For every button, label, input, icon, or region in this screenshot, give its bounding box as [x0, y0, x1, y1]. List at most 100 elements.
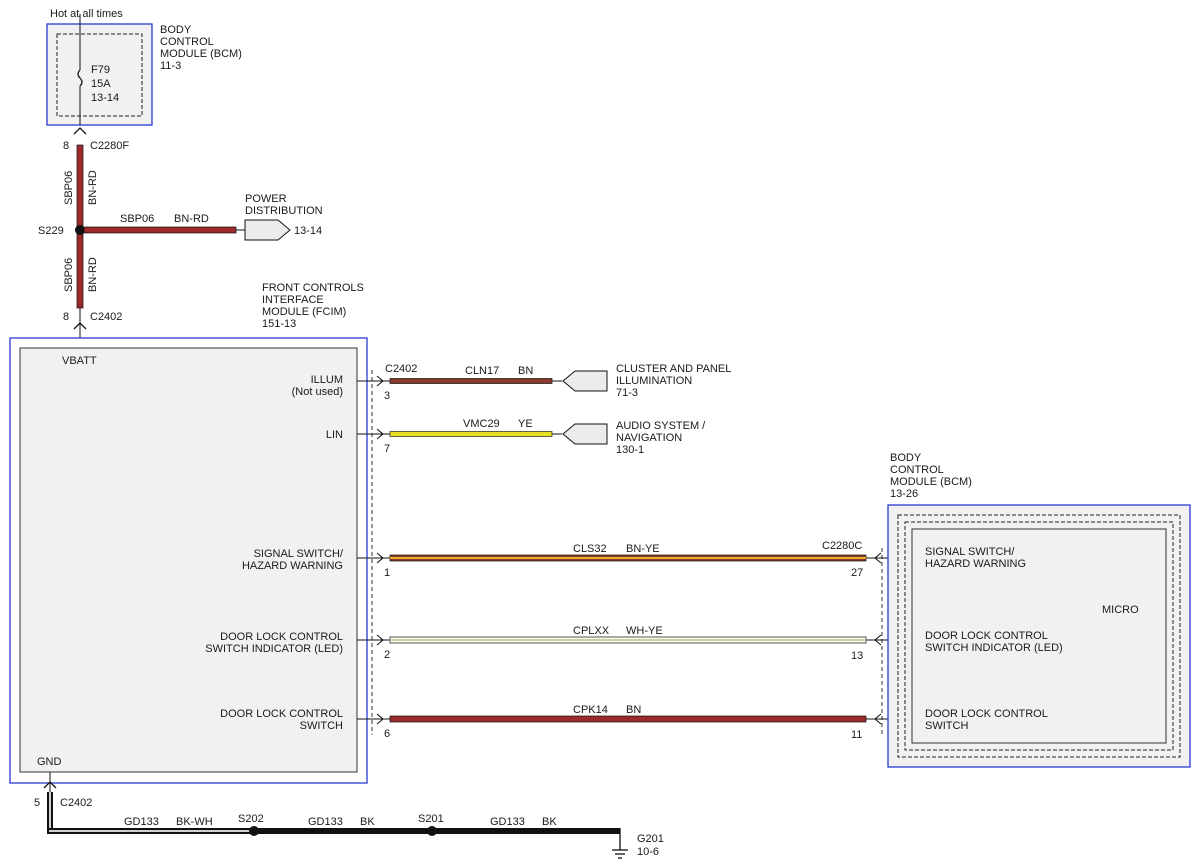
wire-cln17-circuit: CLN17 [465, 365, 499, 377]
s229-splice [75, 225, 85, 235]
lin-pin: 7 [384, 443, 390, 455]
doorsw-pin-right: 11 [851, 729, 862, 741]
power-branch-color: BN-RD [174, 213, 209, 225]
cluster-title-1: CLUSTER AND PANEL [616, 363, 731, 375]
gnd-connector: C2402 [60, 797, 92, 809]
wire-cplxx-circuit: CPLXX [573, 625, 610, 637]
doorsw-pin: 6 [384, 728, 390, 740]
gnd-seg1-circuit: GD133 [124, 816, 159, 828]
fcim-title-4: 151-13 [262, 318, 296, 330]
audio-title-1: AUDIO SYSTEM / [616, 420, 706, 432]
gnd-vertical-tracer [49, 792, 51, 832]
bcm-right-title-2: CONTROL [890, 464, 944, 476]
bcm-right-doorsw-2: SWITCH [925, 720, 968, 732]
cluster-title-2: ILLUMINATION [616, 375, 692, 387]
power-distribution-ref: 13-14 [294, 225, 322, 237]
gnd-seg3-circuit: GD133 [490, 816, 525, 828]
bcm-top-title-1: BODY [160, 24, 192, 36]
cluster-ref: 71-3 [616, 387, 638, 399]
sbp06-upper-wire [76, 144, 84, 231]
gnd-seg2-color: BK [360, 816, 375, 828]
fcim-title-1: FRONT CONTROLS [262, 282, 364, 294]
wire-vmc29-color: YE [518, 418, 533, 430]
doorled-pin: 2 [384, 649, 390, 661]
hot-at-all-times-label: Hot at all times [50, 8, 123, 20]
fcim-title-3: MODULE (FCIM) [262, 306, 346, 318]
bcm-right-title-4: 13-26 [890, 488, 918, 500]
ground-symbol-icon [612, 828, 628, 859]
wire-cln17 [389, 378, 553, 384]
fcim-signal-label-2: HAZARD WARNING [242, 560, 343, 572]
fcim-illum-label-2: (Not used) [292, 386, 343, 398]
s201-label: S201 [418, 813, 444, 825]
power-distribution-title-2: DISTRIBUTION [245, 205, 323, 217]
doorled-pin-right: 13 [851, 650, 863, 662]
bcm-right-micro-box [911, 528, 1167, 744]
illum-pin: 3 [384, 390, 390, 402]
wire-cplxx-tracer [390, 639, 866, 641]
fcim-vbatt: VBATT [62, 355, 97, 367]
bcm-top-title-4: 11-3 [160, 60, 181, 72]
bcm-top-title-2: CONTROL [160, 36, 214, 48]
cluster-connector [562, 370, 608, 392]
fuse-id: F79 [91, 64, 110, 76]
gnd-seg1-color: BK-WH [176, 816, 213, 828]
sbp06-upper-circuit: SBP06 [63, 171, 75, 205]
wire-cln17-color: BN [518, 365, 533, 377]
audio-ref: 130-1 [616, 444, 644, 456]
c2402-top-name: C2402 [90, 311, 122, 323]
c2280f-name: C2280F [90, 140, 129, 152]
sbp06-lower-wire [76, 229, 84, 309]
bcm-right-signal-2: HAZARD WARNING [925, 558, 1026, 570]
fuse-ref: 13-14 [91, 92, 119, 104]
power-branch-wire [83, 226, 237, 234]
fcim-illum-label-1: ILLUM [311, 374, 343, 386]
c2402-right-name: C2402 [385, 363, 417, 375]
wire-cpk14 [389, 715, 867, 723]
fcim-gnd: GND [37, 756, 62, 768]
bcm-right-micro: MICRO [1102, 604, 1139, 616]
wire-cpk14-circuit: CPK14 [573, 704, 608, 716]
c2280c-name: C2280C [822, 540, 862, 552]
signal-pin: 1 [384, 567, 390, 579]
bcm-right-dashed-2 [904, 521, 1174, 751]
wire-cls32-tracer [390, 557, 866, 559]
fcim-lin-label: LIN [326, 429, 343, 441]
bcm-top-title-3: MODULE (BCM) [160, 48, 242, 60]
fcim-doorsw-label-2: SWITCH [300, 720, 343, 732]
gnd-pin: 5 [34, 797, 40, 809]
fcim-signal-label-1: SIGNAL SWITCH/ [254, 548, 344, 560]
wire-cls32-circuit: CLS32 [573, 543, 607, 555]
bcm-right-doorsw-1: DOOR LOCK CONTROL [925, 708, 1048, 720]
bcm-right-doorled-2: SWITCH INDICATOR (LED) [925, 642, 1063, 654]
sbp06-lower-circuit: SBP06 [63, 258, 75, 292]
audio-connector [562, 423, 608, 445]
audio-title-2: NAVIGATION [616, 432, 682, 444]
fcim-pin-leads [357, 375, 390, 725]
power-branch-circuit: SBP06 [120, 213, 154, 225]
bcm-top-box [46, 23, 153, 126]
fcim-doorsw-label-1: DOOR LOCK CONTROL [220, 708, 343, 720]
fcim-title-2: INTERFACE [262, 294, 324, 306]
gnd-seg3-color: BK [542, 816, 557, 828]
wire-cpk14-color: BN [626, 704, 641, 716]
bcm-right-title-3: MODULE (BCM) [890, 476, 972, 488]
power-distribution-title-1: POWER [245, 193, 287, 205]
wire-vmc29 [389, 431, 553, 437]
bcm-right-title-1: BODY [890, 452, 922, 464]
gnd-seg1-tracer [49, 830, 253, 832]
fuse-rating: 15A [91, 78, 111, 90]
gnd-connector-arrow [43, 781, 57, 789]
fcim-doorled-label-1: DOOR LOCK CONTROL [220, 631, 343, 643]
bcm-right-dashed-1 [897, 514, 1181, 758]
s229-label: S229 [38, 225, 64, 237]
gnd-seg2-circuit: GD133 [308, 816, 343, 828]
power-distribution-connector [244, 219, 291, 241]
gnd-seg2-wire [254, 828, 432, 834]
bcm-right-doorled-1: DOOR LOCK CONTROL [925, 630, 1048, 642]
sbp06-upper-color: BN-RD [87, 170, 99, 205]
bcm-top-fuse-panel [56, 33, 143, 117]
wire-cls32-color: BN-YE [626, 543, 660, 555]
signal-pin-right: 27 [851, 567, 863, 579]
